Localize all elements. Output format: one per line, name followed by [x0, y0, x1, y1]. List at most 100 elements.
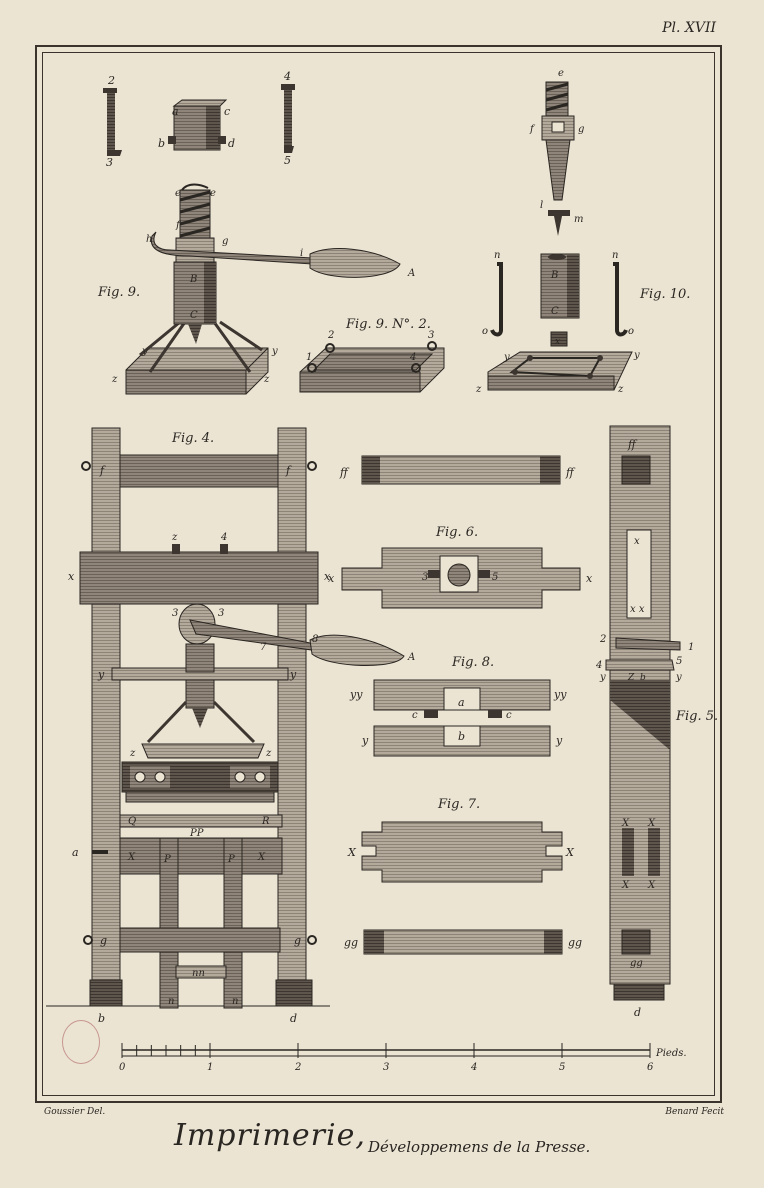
engraver-credit: Benard Fecit: [665, 1107, 724, 1117]
svg-text:n: n: [168, 996, 174, 1007]
svg-text:3: 3: [172, 608, 178, 619]
svg-text:a: a: [172, 105, 179, 118]
svg-text:2: 2: [327, 330, 334, 341]
svg-text:Fig. 9. N°. 2.: Fig. 9. N°. 2.: [345, 317, 431, 332]
svg-text:PP: PP: [189, 828, 204, 839]
svg-text:a: a: [458, 696, 465, 709]
svg-text:7: 7: [260, 642, 267, 653]
plate-subtitle: Développemens de la Presse.: [368, 1138, 591, 1156]
svg-text:d: d: [228, 137, 235, 150]
svg-text:h: h: [146, 234, 152, 245]
svg-text:A: A: [407, 652, 415, 663]
svg-text:n: n: [494, 250, 500, 261]
svg-text:g: g: [578, 124, 584, 135]
svg-text:y: y: [503, 352, 510, 363]
svg-text:C: C: [190, 310, 198, 321]
svg-text:y: y: [289, 668, 297, 681]
svg-text:Fig. 9.: Fig. 9.: [97, 285, 140, 300]
scale-tick-label: 0: [119, 1062, 126, 1073]
fig10-letters: Fig. 10. e f g l m n n B C x o o y y z z: [475, 68, 690, 395]
svg-text:2: 2: [599, 634, 606, 645]
svg-text:b: b: [98, 1012, 105, 1025]
svg-text:y: y: [633, 350, 640, 361]
svg-text:X: X: [647, 818, 656, 829]
svg-text:X: X: [257, 852, 266, 863]
svg-text:y: y: [141, 346, 148, 357]
svg-text:z: z: [171, 532, 178, 543]
svg-text:4: 4: [220, 532, 227, 543]
inner-frame: [42, 52, 715, 1096]
svg-text:Fig. 4.: Fig. 4.: [171, 431, 214, 446]
svg-text:1: 1: [306, 352, 312, 363]
svg-text:e: e: [210, 188, 216, 199]
svg-text:x: x: [634, 536, 640, 547]
svg-text:y: y: [675, 672, 682, 683]
fig4-drawing: [46, 427, 405, 1009]
svg-text:gg: gg: [568, 936, 582, 949]
svg-text:3: 3: [218, 608, 224, 619]
top-parts: [103, 84, 295, 156]
svg-text:yy: yy: [553, 688, 567, 701]
svg-text:d: d: [634, 1006, 641, 1019]
fig7-drawing: Fig. 7. X X: [347, 797, 575, 883]
svg-text:x: x: [328, 572, 335, 585]
svg-text:l: l: [540, 200, 543, 211]
svg-text:i: i: [300, 248, 303, 259]
svg-text:y: y: [361, 734, 369, 747]
svg-text:z: z: [475, 384, 482, 395]
svg-text:y: y: [599, 672, 606, 683]
svg-text:ff: ff: [565, 466, 576, 479]
fig9-letters: Fig. 9. e e f h g B C i A y y z z: [97, 188, 415, 385]
svg-text:R: R: [261, 816, 270, 827]
scale-tick-label: 4: [470, 1062, 477, 1073]
scale-tick-label: 6: [647, 1062, 654, 1073]
svg-text:x x: x x: [630, 604, 645, 615]
svg-text:Fig. 8.: Fig. 8.: [451, 655, 494, 670]
svg-text:ff: ff: [627, 438, 638, 451]
fig4-letters: Fig. 4. f f x x z 4 3 3 7 8 A y y z z Q …: [68, 431, 415, 1025]
svg-text:g: g: [222, 236, 228, 247]
svg-text:z: z: [617, 384, 624, 395]
svg-text:X: X: [621, 880, 630, 891]
svg-text:4: 4: [283, 70, 291, 83]
svg-text:c: c: [224, 105, 230, 118]
fig5-drawing: Fig. 5. ff x x x 2 1 4 5 y Z b y X X X X…: [595, 425, 718, 1019]
svg-text:gg: gg: [344, 936, 358, 949]
svg-text:X: X: [621, 818, 630, 829]
svg-text:y: y: [271, 346, 278, 357]
svg-text:z: z: [129, 748, 136, 759]
svg-text:X: X: [647, 880, 656, 891]
svg-text:z: z: [111, 374, 118, 385]
svg-text:yy: yy: [349, 688, 363, 701]
svg-text:8: 8: [312, 634, 318, 645]
svg-text:A: A: [407, 268, 415, 279]
svg-text:x: x: [586, 572, 593, 585]
svg-text:c: c: [412, 710, 418, 721]
scale-tick-label: 1: [207, 1062, 213, 1073]
fig9-drawing: [125, 183, 401, 395]
svg-text:Q: Q: [128, 816, 136, 827]
scale-tick-label: 3: [383, 1062, 389, 1073]
svg-text:e: e: [558, 68, 564, 79]
fig6-drawing: Fig. 6. 3 5 x x: [328, 525, 593, 609]
svg-text:B: B: [550, 270, 558, 281]
svg-text:n: n: [232, 996, 238, 1007]
svg-text:Fig. 7.: Fig. 7.: [437, 797, 480, 812]
fig-gg-beam: gg gg: [344, 929, 582, 955]
svg-text:1: 1: [688, 642, 694, 653]
svg-text:3: 3: [106, 156, 113, 169]
svg-text:X: X: [347, 846, 357, 859]
svg-text:x: x: [555, 337, 560, 347]
svg-text:c: c: [506, 710, 512, 721]
svg-text:nn: nn: [192, 968, 205, 979]
svg-text:C: C: [551, 306, 559, 317]
outer-frame: [35, 45, 722, 1103]
fig9n2-drawing: [299, 341, 445, 393]
svg-text:P: P: [163, 854, 171, 865]
svg-text:g: g: [100, 934, 107, 947]
svg-text:P: P: [227, 854, 235, 865]
plate-title: Imprimerie,: [174, 1118, 366, 1153]
library-stamp: [62, 1020, 100, 1064]
svg-text:ff: ff: [339, 466, 350, 479]
